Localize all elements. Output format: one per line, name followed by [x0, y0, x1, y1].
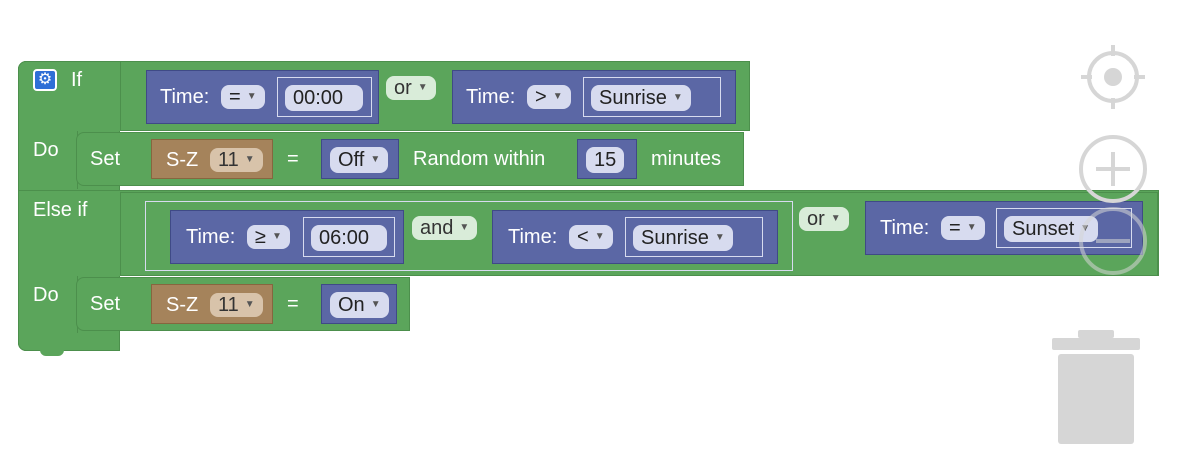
time-label: Time: — [160, 86, 210, 108]
time-label: Time: — [508, 226, 558, 248]
device-number-dropdown[interactable]: 11 ▼ — [210, 293, 263, 317]
chevron-down-icon: ▼ — [246, 91, 257, 102]
operator-dropdown[interactable]: < ▼ — [569, 225, 613, 249]
time-value-slot[interactable]: Sunrise ▼ — [625, 217, 763, 257]
time-value: 06:00 — [319, 227, 370, 249]
chevron-down-icon: ▼ — [672, 92, 683, 103]
state-value: On — [338, 294, 365, 316]
set-label: Set — [90, 148, 121, 170]
time-block-3[interactable]: Time: ≥ ▼ 06:00 — [170, 210, 404, 264]
time-value-field[interactable]: 06:00 — [311, 225, 387, 251]
device-name: S-Z — [166, 294, 199, 316]
zoom-in-icon[interactable] — [1078, 134, 1148, 204]
or-label: or — [394, 77, 412, 99]
random-minutes-field[interactable]: 15 — [586, 147, 625, 173]
chevron-down-icon: ▼ — [552, 91, 563, 102]
state-dropdown[interactable]: Off ▼ — [330, 147, 389, 173]
do-row-1[interactable] — [18, 131, 78, 189]
trash-icon[interactable] — [1050, 330, 1142, 448]
settings-gear-icon[interactable]: ⚙ — [33, 69, 57, 91]
do-keyword-2: Do — [33, 284, 59, 306]
chevron-down-icon: ▼ — [244, 154, 255, 165]
time-label: Time: — [880, 217, 930, 239]
device-number: 11 — [218, 294, 239, 316]
time-block-2[interactable]: Time: > ▼ Sunrise ▼ — [452, 70, 736, 124]
time-value: 00:00 — [293, 87, 344, 109]
bottom-tab — [40, 350, 64, 356]
or-dropdown-2[interactable]: or ▼ — [799, 207, 849, 231]
time-value-field[interactable]: 00:00 — [285, 85, 363, 111]
operator-value: > — [535, 86, 547, 108]
do-row-2[interactable] — [18, 276, 78, 334]
operator-value: = — [229, 86, 241, 108]
device-block[interactable]: S-Z 11 ▼ — [151, 139, 273, 179]
state-dropdown[interactable]: On ▼ — [330, 292, 389, 318]
if-keyword: If — [71, 69, 83, 91]
chevron-down-icon: ▼ — [370, 154, 381, 165]
sunrise-dropdown[interactable]: Sunrise ▼ — [591, 85, 691, 111]
zoom-out-icon[interactable] — [1078, 206, 1148, 276]
time-label: Time: — [186, 226, 236, 248]
chevron-down-icon: ▼ — [966, 222, 977, 233]
time-block-1[interactable]: Time: = ▼ 00:00 — [146, 70, 379, 124]
time-value-slot[interactable]: 06:00 — [303, 217, 395, 257]
chevron-down-icon: ▼ — [370, 299, 381, 310]
operator-value: = — [949, 217, 961, 239]
or-label: or — [807, 208, 825, 230]
operator-dropdown[interactable]: = ▼ — [941, 216, 985, 240]
set-label: Set — [90, 293, 121, 315]
operator-value: < — [577, 226, 589, 248]
equals-sign: = — [287, 148, 299, 170]
set-block-2[interactable]: Set S-Z 11 ▼ = On ▼ — [76, 277, 410, 331]
and-block[interactable]: Time: ≥ ▼ 06:00 and ▼ Time: < ▼ Su — [145, 201, 793, 271]
chevron-down-icon: ▼ — [271, 231, 282, 242]
sunrise-dropdown[interactable]: Sunrise ▼ — [633, 225, 733, 251]
set-block-1[interactable]: Set S-Z 11 ▼ = Off ▼ Random within 15 mi… — [76, 132, 744, 186]
or-block-2[interactable]: Time: ≥ ▼ 06:00 and ▼ Time: < ▼ Su — [120, 192, 1158, 276]
device-name: S-Z — [166, 149, 199, 171]
state-block[interactable]: On ▼ — [321, 284, 397, 324]
operator-dropdown[interactable]: > ▼ — [527, 85, 571, 109]
do-keyword-1: Do — [33, 139, 59, 161]
device-number-dropdown[interactable]: 11 ▼ — [210, 148, 263, 172]
chevron-down-icon: ▼ — [244, 299, 255, 310]
time-value-slot[interactable]: Sunrise ▼ — [583, 77, 721, 117]
time-value: Sunrise — [641, 227, 709, 249]
and-label: and — [420, 217, 454, 239]
operator-value: ≥ — [255, 226, 266, 248]
device-number: 11 — [218, 149, 239, 171]
chevron-down-icon: ▼ — [830, 213, 841, 224]
minutes-label: minutes — [651, 148, 722, 170]
random-within-label: Random within — [413, 148, 546, 170]
equals-sign: = — [287, 293, 299, 315]
chevron-down-icon: ▼ — [714, 232, 725, 243]
operator-dropdown[interactable]: = ▼ — [221, 85, 265, 109]
random-minutes-value: 15 — [594, 149, 617, 171]
chevron-down-icon: ▼ — [417, 82, 428, 93]
time-value: Sunset — [1012, 218, 1075, 240]
if-block-footer[interactable] — [18, 333, 120, 351]
number-block[interactable]: 15 — [577, 139, 637, 179]
state-value: Off — [338, 149, 365, 171]
time-value: Sunrise — [599, 87, 667, 109]
and-dropdown[interactable]: and ▼ — [412, 216, 478, 240]
state-block[interactable]: Off ▼ — [321, 139, 399, 179]
chevron-down-icon: ▼ — [594, 231, 605, 242]
operator-dropdown[interactable]: ≥ ▼ — [247, 225, 290, 249]
time-block-4[interactable]: Time: < ▼ Sunrise ▼ — [492, 210, 778, 264]
time-value-slot[interactable]: 00:00 — [277, 77, 372, 117]
or-dropdown-1[interactable]: or ▼ — [386, 76, 436, 100]
elseif-keyword: Else if — [33, 199, 88, 221]
crosshair-icon[interactable] — [1078, 42, 1148, 112]
device-block[interactable]: S-Z 11 ▼ — [151, 284, 273, 324]
chevron-down-icon: ▼ — [459, 222, 470, 233]
time-label: Time: — [466, 86, 516, 108]
